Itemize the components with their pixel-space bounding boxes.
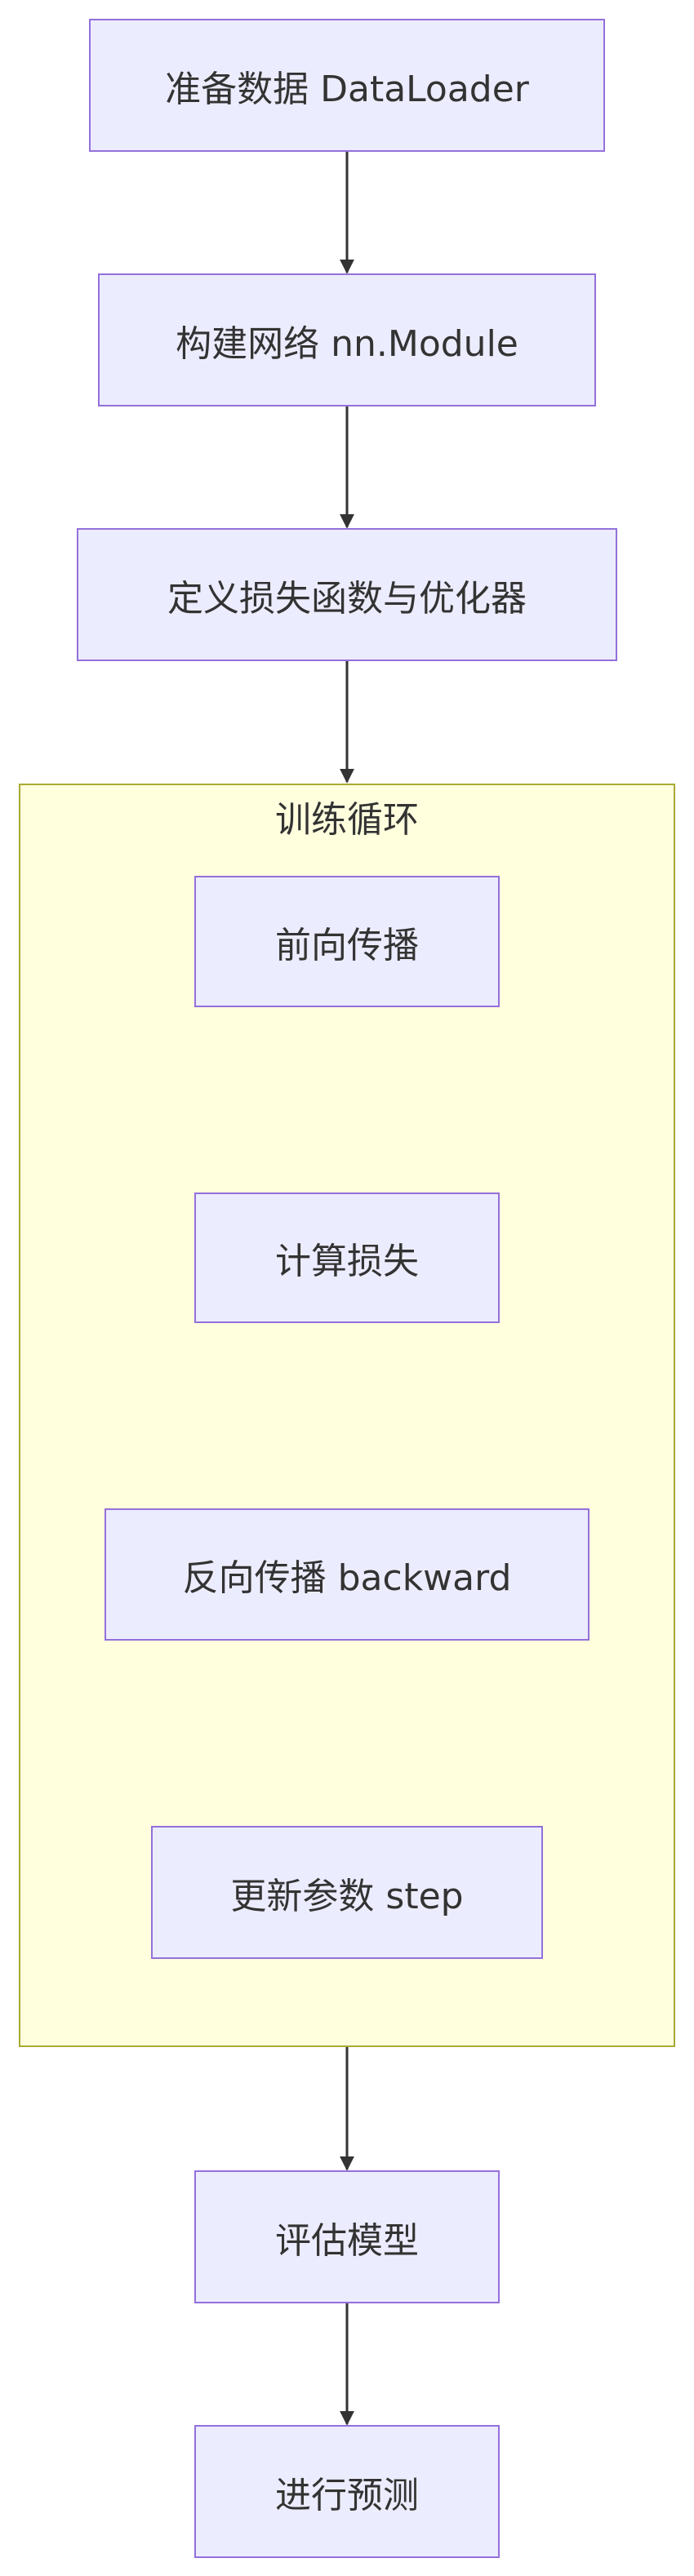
node-predict: 进行预测 [194, 2425, 500, 2558]
node-define-loss-optimizer: 定义损失函数与优化器 [77, 528, 617, 661]
node-compute-loss: 计算损失 [194, 1193, 500, 1323]
node-forward: 前向传播 [194, 876, 500, 1007]
node-evaluate: 评估模型 [194, 2170, 500, 2303]
node-backward: 反向传播 backward [105, 1508, 589, 1641]
node-build-network: 构建网络 nn.Module [98, 273, 596, 406]
node-prepare-data: 准备数据 DataLoader [89, 19, 605, 152]
training-loop-title: 训练循环 [275, 799, 419, 841]
node-update-params: 更新参数 step [151, 1826, 543, 1959]
